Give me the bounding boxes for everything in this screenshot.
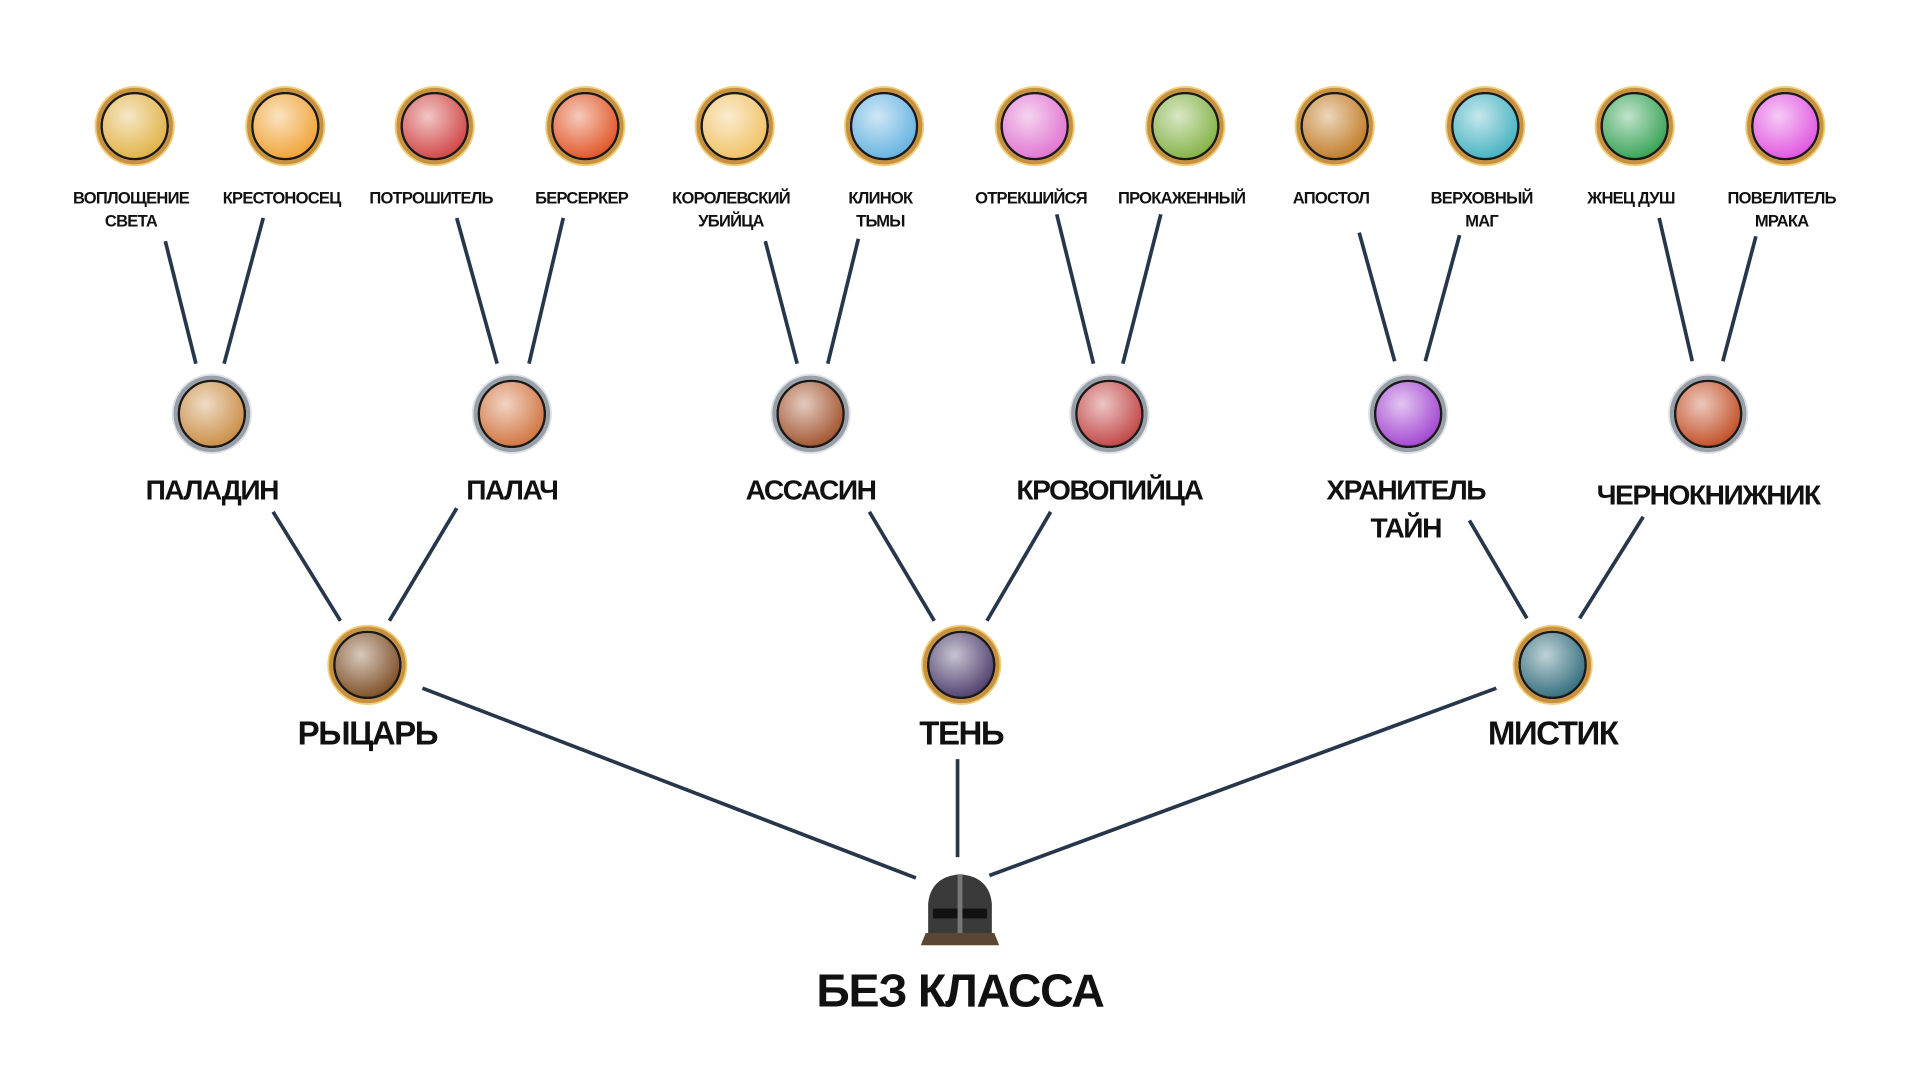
class-emblem-icon — [843, 86, 925, 167]
class-label: ХРАНИТЕЛЬ — [1326, 475, 1486, 506]
class-label: ЧЕРНОКНИЖНИК — [1597, 479, 1822, 510]
third-class-node[interactable]: БЕРСЕРКЕР — [535, 86, 630, 207]
edge — [163, 240, 198, 365]
class-label: КРЕСТОНОСЕЦ — [223, 188, 342, 207]
class-label: ПАЛАДИН — [146, 475, 279, 506]
edge — [527, 217, 566, 365]
class-label: АССАСИН — [746, 475, 876, 506]
class-label-line2: ТЬМЫ — [856, 212, 905, 231]
edge — [454, 217, 499, 365]
root-node[interactable]: БЕЗ КЛАССА — [816, 874, 1106, 1017]
class-label: ВЕРХОВНЫЙ — [1431, 188, 1533, 207]
third-class-node[interactable]: КЛИНОК ТЬМЫ — [843, 86, 925, 231]
class-emblem-icon — [327, 624, 408, 705]
class-label: БЕРСЕРКЕР — [535, 188, 629, 207]
third-class-node[interactable]: АПОСТОЛ — [1293, 86, 1375, 207]
class-label: ОТРЕКШИЙСЯ — [975, 188, 1087, 207]
edge — [1357, 232, 1397, 362]
class-label: ЖНЕЦ ДУШ — [1586, 188, 1675, 207]
edge — [825, 238, 861, 365]
root-label: БЕЗ КЛАССА — [816, 965, 1104, 1017]
base-class-node[interactable]: МИСТИК — [1488, 624, 1621, 753]
edge — [1657, 217, 1695, 362]
edge — [1467, 519, 1529, 620]
class-emblem-icon — [1445, 86, 1526, 167]
class-emblem-icon — [471, 373, 552, 454]
third-class-node[interactable]: КОРОЛЕВСКИЙ УБИЙЦА — [672, 86, 791, 231]
class-label: ПАЛАЧ — [466, 475, 557, 506]
class-label: МИСТИК — [1488, 715, 1620, 752]
edge — [1578, 515, 1645, 620]
edge — [867, 510, 936, 622]
edge — [985, 510, 1053, 622]
edge — [271, 510, 342, 622]
second-class-node[interactable]: АССАСИН — [746, 373, 877, 506]
class-label: ТЕНЬ — [919, 715, 1004, 752]
class-label: ПОТРОШИТЕЛЬ — [369, 188, 493, 207]
edge — [222, 217, 266, 365]
third-class-node[interactable]: ПОТРОШИТЕЛЬ — [369, 86, 494, 207]
class-label: ПРОКАЖЕННЫЙ — [1118, 188, 1245, 207]
base-class-node[interactable]: ТЕНЬ — [919, 624, 1005, 753]
class-label: ПОВЕЛИТЕЛЬ — [1727, 188, 1836, 207]
edge — [1721, 235, 1758, 362]
class-label-line2: СВЕТА — [105, 212, 158, 231]
class-emblem-icon — [1069, 373, 1150, 454]
class-emblem-icon — [94, 86, 175, 167]
third-class-node[interactable]: ПОВЕЛИТЕЛЬ МРАКА — [1727, 86, 1837, 231]
second-class-node[interactable]: ПАЛАДИН — [146, 373, 280, 506]
class-label: АПОСТОЛ — [1293, 188, 1370, 207]
second-class-node[interactable]: КРОВОПИЙЦА — [1016, 373, 1205, 506]
third-class-node[interactable]: ОТРЕКШИЙСЯ — [975, 86, 1088, 207]
edge — [1054, 213, 1096, 365]
second-class-node[interactable]: ХРАНИТЕЛЬ ТАЙН — [1326, 373, 1488, 544]
class-label-line2: ТАЙН — [1370, 513, 1441, 544]
class-label-line2: УБИЙЦА — [698, 212, 764, 231]
class-emblem-icon — [1512, 624, 1593, 705]
class-label-line2: МРАКА — [1755, 212, 1809, 231]
third-class-node[interactable]: ЖНЕЦ ДУШ — [1586, 86, 1676, 207]
class-label: КОРОЛЕВСКИЙ — [672, 188, 790, 207]
class-emblem-icon — [171, 373, 252, 454]
class-emblem-icon — [1594, 86, 1675, 167]
class-label: ВОПЛОЩЕНИЕ — [73, 188, 190, 207]
class-emblem-icon — [1294, 86, 1375, 167]
third-class-node[interactable]: ПРОКАЖЕННЫЙ — [1118, 86, 1246, 207]
class-label: РЫЦАРЬ — [298, 715, 438, 752]
base-class-node[interactable]: РЫЦАРЬ — [298, 624, 439, 753]
edge — [421, 686, 917, 880]
helmet-icon — [920, 874, 1000, 946]
class-emblem-icon — [245, 86, 326, 167]
class-emblem-icon — [994, 86, 1075, 167]
edge — [387, 507, 459, 622]
third-class-node[interactable]: ВОПЛОЩЕНИЕ СВЕТА — [73, 86, 190, 231]
third-class-node[interactable]: ВЕРХОВНЫЙ МАГ — [1431, 86, 1533, 231]
class-emblem-icon — [545, 86, 626, 167]
edge — [1423, 234, 1462, 362]
edge — [988, 686, 1497, 878]
third-class-node[interactable]: КРЕСТОНОСЕЦ — [223, 86, 342, 207]
class-emblem-icon — [1145, 86, 1226, 167]
second-class-node[interactable]: ЧЕРНОКНИЖНИК — [1597, 373, 1823, 511]
connector-lines — [163, 213, 1758, 880]
class-label: КРОВОПИЙЦА — [1016, 475, 1203, 506]
class-emblem-icon — [694, 86, 775, 167]
edge — [1121, 213, 1163, 365]
class-emblem-icon — [770, 373, 851, 454]
second-class-node[interactable]: ПАЛАЧ — [466, 373, 559, 506]
class-label-line2: МАГ — [1465, 212, 1499, 231]
edge — [763, 240, 799, 365]
class-label: КЛИНОК — [848, 188, 914, 207]
class-emblem-icon — [1368, 373, 1449, 454]
class-emblem-icon — [1668, 373, 1749, 454]
class-emblem-icon — [921, 624, 1002, 705]
class-emblem-icon — [394, 86, 475, 167]
class-emblem-icon — [1745, 86, 1826, 167]
